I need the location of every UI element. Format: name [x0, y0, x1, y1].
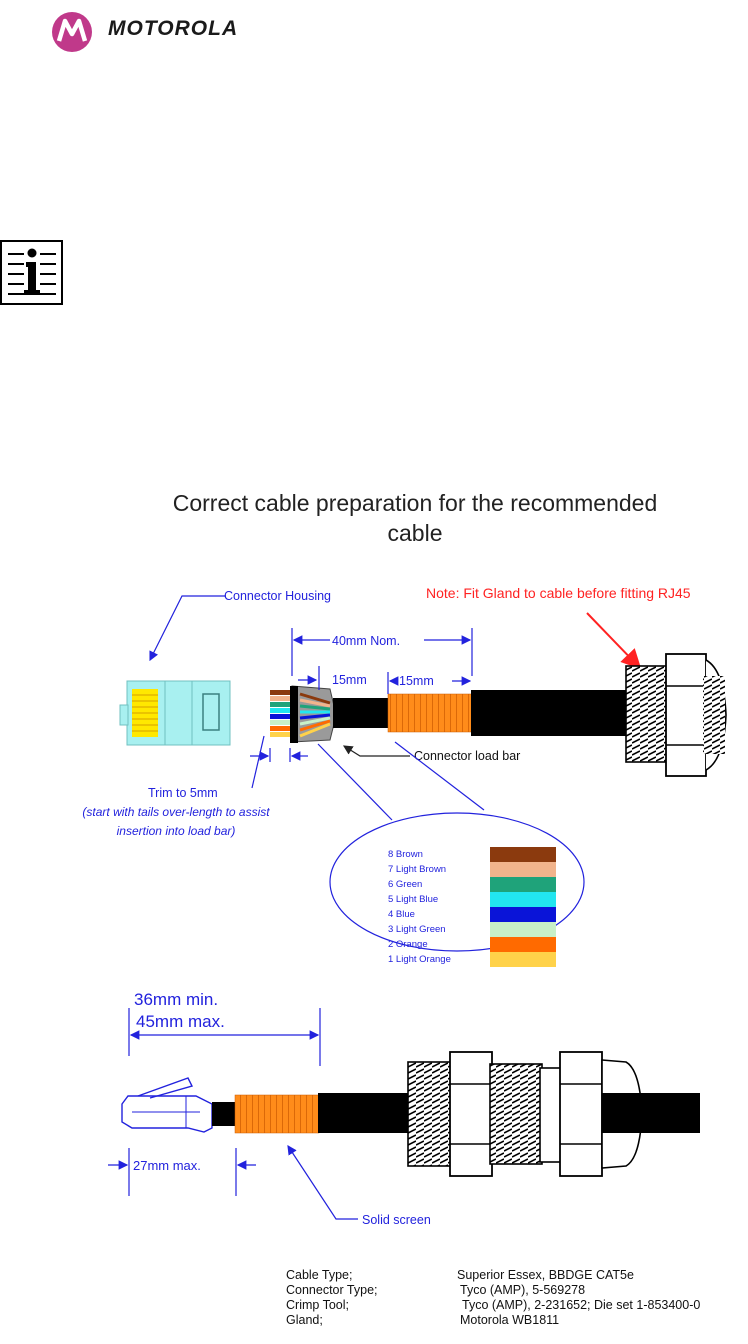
cable-screen-top	[387, 693, 473, 733]
svg-text:8 Brown: 8 Brown	[388, 849, 423, 860]
cable-jacket-short	[333, 698, 389, 728]
connector-load-bar	[290, 685, 335, 743]
note-arrow	[586, 612, 642, 670]
diagram-title: Correct cable preparation for the recomm…	[172, 490, 658, 546]
dimension-40mm-nom: 40mm Nom.	[332, 634, 400, 648]
wire-colour-legend-entries: 8 Brown 7 Light Brown 6 Green 5 Light Bl…	[388, 849, 451, 965]
solid-screen-label: Solid screen	[362, 1213, 431, 1227]
svg-text:6 Green: 6 Green	[388, 879, 422, 890]
cable-jacket-top	[471, 690, 631, 736]
svg-text:3 Light Green: 3 Light Green	[388, 924, 446, 935]
cable-gland-top	[625, 653, 727, 777]
connector-housing-label: Connector Housing	[224, 589, 331, 603]
cable-jacket-lower-short	[212, 1102, 236, 1126]
svg-text:4 Blue: 4 Blue	[388, 909, 415, 920]
note-label: Note: Fit Gland to cable before fitting …	[426, 585, 691, 601]
svg-text:5 Light Blue: 5 Light Blue	[388, 894, 438, 905]
svg-text:2 Orange: 2 Orange	[388, 939, 428, 950]
cable-screen-lower	[234, 1094, 320, 1134]
rj45-connector-housing	[119, 680, 231, 746]
motorola-logo-icon	[52, 12, 92, 52]
connector-housing-leader	[149, 595, 226, 662]
rj45-plug-lower	[121, 1077, 213, 1133]
dimension-15mm-a: 15mm	[332, 673, 367, 687]
load-bar-leader	[342, 745, 410, 757]
information-note-icon	[0, 240, 63, 305]
dimension-36mm-min: 36mm min.	[134, 990, 218, 1009]
trim-note-line2: insertion into load bar)	[117, 824, 236, 838]
wire-tails	[270, 690, 290, 737]
svg-text:7 Light Brown: 7 Light Brown	[388, 864, 446, 875]
load-bar-label: Connector load bar	[414, 749, 520, 763]
solid-screen-leader	[287, 1144, 358, 1220]
dimension-27mm-max: 27mm max.	[133, 1158, 201, 1173]
wire-colour-swatches	[490, 847, 556, 967]
trim-label: Trim to 5mm	[148, 786, 218, 800]
svg-text:1 Light Orange: 1 Light Orange	[388, 954, 451, 965]
dimension-15mm-b: 15mm	[399, 674, 434, 688]
cable-gland-lower	[407, 1051, 700, 1177]
dimension-45mm-max: 45mm max.	[136, 1012, 225, 1031]
trim-note-line1: (start with tails over-length to assist	[82, 805, 270, 819]
brand-wordmark: MOTOROLA	[108, 17, 239, 40]
